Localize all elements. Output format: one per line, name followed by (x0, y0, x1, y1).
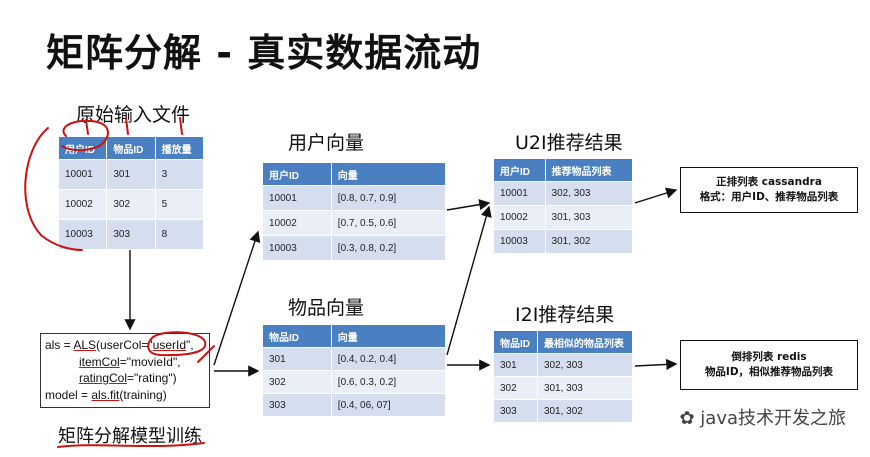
table-cell: 8 (154, 219, 205, 250)
table-cell: 5 (154, 189, 205, 220)
table-cell: [0.4, 06, 07] (330, 393, 447, 417)
forward-list-title: 正排列表 cassandra (716, 176, 822, 188)
annotation-mark-1 (85, 119, 89, 135)
inverted-list-format: 物品ID，相似推荐物品列表 (704, 366, 834, 378)
table-cell: [0.3, 0.8, 0.2] (330, 235, 447, 261)
table-cell: 303 (493, 399, 538, 423)
arrow-user-vector-to-u2i (446, 199, 491, 211)
annotation-underline-training (57, 442, 205, 448)
table-cell: 301, 302 (536, 399, 634, 423)
annotation-circle-userid-code (147, 331, 207, 357)
table-cell: 10001 (262, 185, 332, 211)
table-cell: 10003 (262, 235, 332, 261)
column-header: 物品ID (262, 324, 332, 348)
table-row: 10001[0.8, 0.7, 0.9] (262, 185, 447, 211)
table-cell: 301, 303 (544, 205, 634, 230)
table-cell: [0.8, 0.7, 0.9] (330, 185, 447, 211)
table-cell: 302, 303 (544, 181, 634, 206)
user-vector-heading: 用户向量 (288, 132, 365, 154)
table-cell: 303 (262, 393, 332, 417)
annotation-tick (197, 345, 215, 363)
table-cell: 301, 302 (544, 229, 634, 254)
table-cell: 10001 (57, 159, 108, 190)
table-cell: 3 (154, 159, 205, 190)
input-heading: 原始输入文件 (76, 104, 191, 126)
table-row: 303[0.4, 06, 07] (262, 393, 447, 417)
column-header: 播放量 (154, 136, 205, 160)
i2i-heading: I2I推荐结果 (515, 304, 615, 326)
item-vector-heading: 物品向量 (288, 297, 365, 319)
table-cell: 302 (493, 376, 538, 400)
code-line-3: ratingCol="rating") (79, 371, 177, 385)
column-header: 向量 (330, 324, 447, 348)
u2i-heading: U2I推荐结果 (515, 132, 623, 154)
wechat-icon: ✿ (679, 408, 695, 429)
arrow-i2i-to-inverted-list (634, 358, 678, 371)
annotation-mark-3 (179, 117, 183, 135)
code-line-2: itemCol="movieId", (79, 354, 181, 369)
table-cell: 303 (106, 219, 156, 250)
annotation-bracket-left (24, 127, 83, 251)
inverted-list-title: 倒排列表 redis (731, 351, 807, 363)
annotation-circle-userid (61, 119, 109, 152)
table-row: 301[0.4, 0.2, 0.4] (262, 347, 447, 371)
table-cell: 301 (262, 347, 332, 371)
column-header: 用户ID (493, 158, 546, 182)
column-header: 用户ID (262, 162, 332, 186)
table-cell: 10002 (493, 205, 546, 230)
code-line-1: als = ALS(userCol="userId", (45, 338, 194, 352)
annotation-mark-2 (125, 117, 129, 135)
page-title: 矩阵分解 - 真实数据流动 (46, 31, 482, 75)
code-line-4: model = als.fit(training) (45, 387, 167, 402)
table-cell: 302 (106, 189, 156, 220)
forward-list-box: 正排列表 cassandra 格式：用户ID、推荐物品列表 (680, 167, 858, 213)
table-cell: 301, 303 (536, 376, 634, 400)
arrow-item-vector-to-u2i (446, 205, 492, 356)
table-cell: [0.4, 0.2, 0.4] (330, 347, 447, 371)
arrow-u2i-to-forward-list (634, 187, 678, 204)
training-code-box: als = ALS(userCol="userId", itemCol="mov… (40, 333, 210, 408)
training-label: 矩阵分解模型训练 (58, 426, 202, 447)
column-header: 最相似的物品列表 (536, 330, 634, 354)
arrow-training-to-user-vector (213, 230, 261, 366)
table-cell: 10001 (493, 181, 546, 206)
table-cell: 10002 (262, 210, 332, 236)
inverted-list-box: 倒排列表 redis 物品ID，相似推荐物品列表 (680, 340, 858, 390)
table-cell: 301 (106, 159, 156, 190)
table-row: 302[0.6, 0.3, 0.2] (262, 370, 447, 394)
forward-list-format: 格式：用户ID、推荐物品列表 (699, 191, 839, 203)
table-cell: 10003 (57, 219, 108, 250)
watermark: ✿ java技术开发之旅 (679, 408, 846, 429)
table-row: 10003[0.3, 0.8, 0.2] (262, 235, 447, 261)
table-cell: [0.6, 0.3, 0.2] (330, 370, 447, 394)
table-cell: 302 (262, 370, 332, 394)
column-header: 推荐物品列表 (544, 158, 634, 182)
